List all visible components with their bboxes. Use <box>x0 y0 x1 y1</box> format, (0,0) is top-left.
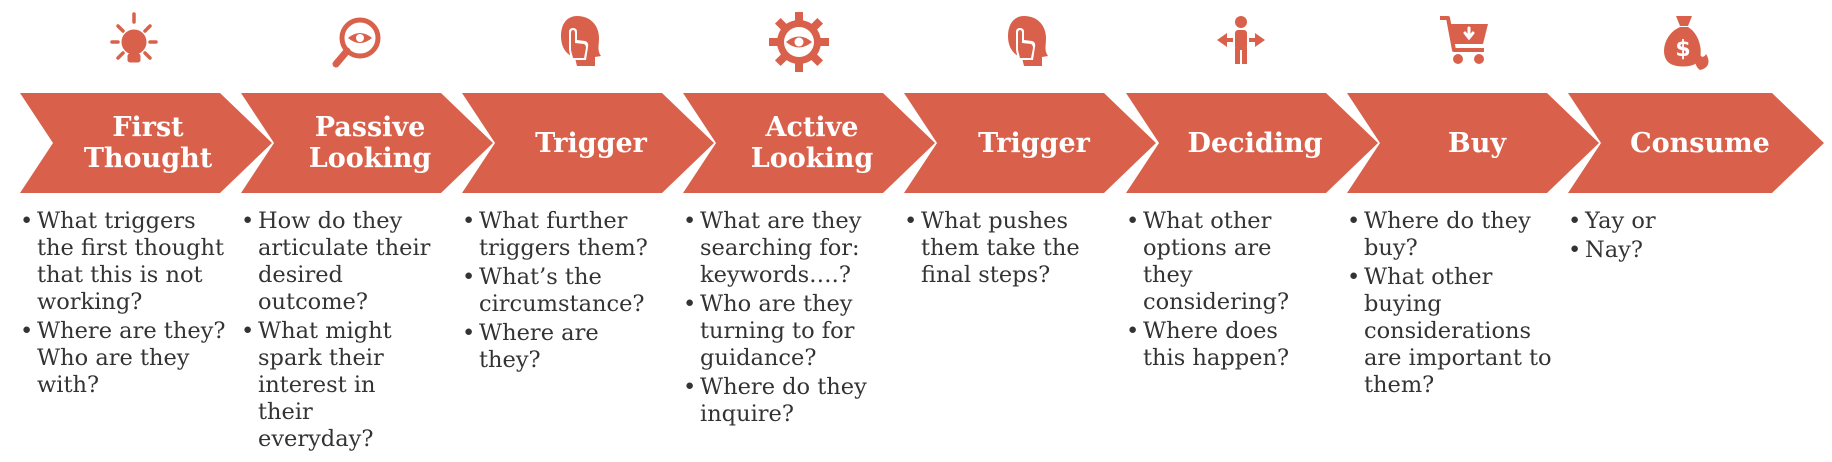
gear-eye-icon <box>769 10 829 74</box>
stage-title: Trigger <box>934 93 1134 193</box>
question-item: What might spark their interest in their… <box>241 318 431 453</box>
stage-question-list: How do they articulate their desired out… <box>241 208 431 455</box>
stage-title-line: Buy <box>1447 127 1507 159</box>
question-item: Nay? <box>1568 237 1768 264</box>
stage-question-list: Yay orNay? <box>1568 208 1768 266</box>
stage-question-list: What triggers the first thought that thi… <box>20 208 235 401</box>
stage-title-line: Consume <box>1630 127 1770 159</box>
stage-title-line: Trigger <box>978 127 1090 159</box>
question-item: What other options are they considering? <box>1126 208 1321 316</box>
stage-title: Buy <box>1377 93 1577 193</box>
stage-question-list: Where do they buy?What other buying cons… <box>1347 208 1552 401</box>
lightbulb-icon <box>104 10 164 74</box>
stage-title: Consume <box>1600 93 1800 193</box>
question-item: Where are they? Who are they with? <box>20 318 235 399</box>
stage-question-list: What further triggers them?What’s the ci… <box>462 208 667 376</box>
question-item: What further triggers them? <box>462 208 667 262</box>
question-item: What pushes them take the final steps? <box>904 208 1089 289</box>
stage-title-line: Active <box>765 112 859 143</box>
question-item: What are they searching for: keywords….? <box>683 208 873 289</box>
question-item: Where do they buy? <box>1347 208 1552 262</box>
question-item: What triggers the first thought that thi… <box>20 208 235 316</box>
stage-title: Trigger <box>491 93 691 193</box>
stage-title: Deciding <box>1155 93 1355 193</box>
person-arrows-icon <box>1211 10 1271 74</box>
head-touch-icon <box>547 10 607 74</box>
stage-question-list: What are they searching for: keywords….?… <box>683 208 873 430</box>
question-item: How do they articulate their desired out… <box>241 208 431 316</box>
stage-title-line: Deciding <box>1187 127 1323 159</box>
question-item: What other buying considerations are imp… <box>1347 264 1552 399</box>
head-touch-icon <box>994 10 1054 74</box>
question-item: Where do they inquire? <box>683 374 873 428</box>
question-item: Who are they turning to for guidance? <box>683 291 873 372</box>
stage-title-line: First <box>112 112 184 143</box>
stage-question-list: What pushes them take the final steps? <box>904 208 1089 291</box>
magnifier-eye-icon <box>326 10 386 74</box>
question-item: Where are they? <box>462 320 667 374</box>
question-item: What’s the circumstance? <box>462 264 667 318</box>
stage-question-list: What other options are they considering?… <box>1126 208 1321 374</box>
stage-title-line: Trigger <box>535 127 647 159</box>
svg-text:$: $ <box>1675 37 1690 62</box>
stage-title-line: Passive <box>314 112 426 143</box>
stage-title-line: Thought <box>83 143 213 174</box>
money-bag-fire-icon: $ <box>1654 10 1714 74</box>
stage-title-line: Looking <box>308 143 432 174</box>
question-item: Yay or <box>1568 208 1768 235</box>
stage-title-line: Looking <box>750 143 874 174</box>
question-item: Where does this happen? <box>1126 318 1321 372</box>
shopping-cart-icon <box>1434 10 1494 74</box>
